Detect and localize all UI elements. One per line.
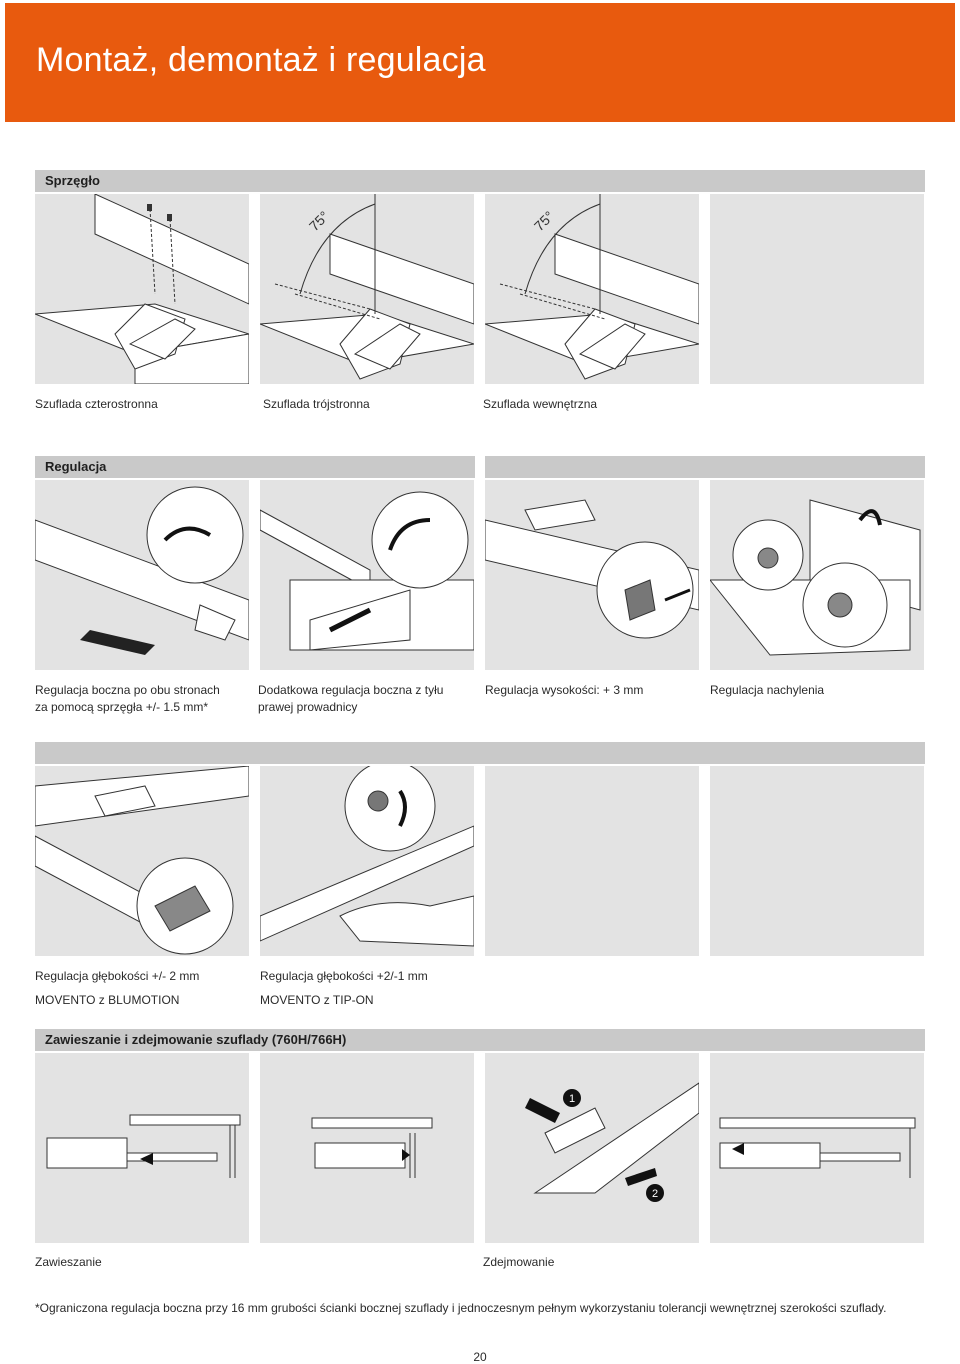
coupling-drawing-1 <box>35 194 249 384</box>
section-bar-adjustment-right <box>485 456 925 478</box>
page-title: Montaż, demontaż i regulacja <box>36 41 486 79</box>
section-title-hanging: Zawieszanie i zdejmowanie szuflady (760H… <box>45 1032 347 1047</box>
caption-side-line2: za pomocą sprzęgła +/- 1.5 mm* <box>35 700 209 714</box>
caption-remove: Zdejmowanie <box>483 1255 555 1269</box>
adjustment-drawing-1 <box>35 486 249 655</box>
adjustment-side-illustration <box>35 480 249 670</box>
caption-inner: Szuflada wewnętrzna <box>483 397 598 411</box>
caption-extra-line2: prawej prowadnicy <box>258 700 358 714</box>
caption-four-sided: Szuflada czterostronna <box>35 397 158 411</box>
caption-side-adjustment: Regulacja boczna po obu stronach za pomo… <box>35 682 220 716</box>
hanging-illustration-2 <box>260 1053 474 1243</box>
hanging-drawing-1 <box>46 1114 241 1178</box>
removing-drawing-1: 1 2 <box>525 1082 699 1202</box>
adjustment-drawing-4 <box>710 499 921 656</box>
caption-depth-blumotion: Regulacja głębokości +/- 2 mm MOVENTO z … <box>35 968 199 1009</box>
caption-extra-line1: Dodatkowa regulacja boczna z tyłu <box>258 683 444 697</box>
coupling-illustration-inner: 75° <box>485 194 699 384</box>
section-title-coupling: Sprzęgło <box>45 173 100 188</box>
coupling-illustration-three-sided: 75° <box>260 194 474 384</box>
coupling-illustration-four-sided <box>35 194 249 384</box>
caption-hang: Zawieszanie <box>35 1255 102 1269</box>
section-bar-depth <box>35 742 925 764</box>
depth-empty-panel-2 <box>710 766 924 956</box>
coupling-drawing-3: 75° <box>485 194 699 380</box>
coupling-empty-panel <box>710 194 924 384</box>
adjustment-height-illustration <box>485 480 699 670</box>
caption-tilt-adjustment: Regulacja nachylenia <box>710 683 825 697</box>
depth-drawing-1 <box>35 766 249 955</box>
caption-tipon-line2: MOVENTO z TIP-ON <box>260 993 374 1007</box>
hanging-drawing-2 <box>311 1117 433 1178</box>
page-header: Montaż, demontaż i regulacja <box>5 3 955 122</box>
depth-empty-panel-1 <box>485 766 699 956</box>
page-number: 20 <box>473 1350 487 1364</box>
caption-side-line1: Regulacja boczna po obu stronach <box>35 683 220 697</box>
removing-drawing-2 <box>719 1117 916 1178</box>
depth-drawing-2 <box>260 766 474 947</box>
caption-depth-tipon: Regulacja głębokości +2/-1 mm MOVENTO z … <box>260 968 428 1009</box>
section-bar-hanging: Zawieszanie i zdejmowanie szuflady (760H… <box>35 1029 925 1051</box>
section-title-adjustment: Regulacja <box>45 459 107 474</box>
caption-tipon-line1: Regulacja głębokości +2/-1 mm <box>260 969 428 983</box>
adjustment-extra-illustration <box>260 480 474 670</box>
depth-tipon-illustration <box>260 766 474 956</box>
removing-illustration-1: 1 2 <box>485 1053 699 1243</box>
caption-extra-adjustment: Dodatkowa regulacja boczna z tyłu prawej… <box>258 682 443 716</box>
adjustment-tilt-illustration <box>710 480 924 670</box>
step-label-2: 2 <box>652 1188 658 1200</box>
step-label-1: 1 <box>569 1093 575 1105</box>
caption-three-sided: Szuflada trójstronna <box>263 397 370 411</box>
removing-illustration-2 <box>710 1053 924 1243</box>
hanging-illustration-1 <box>35 1053 249 1243</box>
footnote: *Ograniczona regulacja boczna przy 16 mm… <box>35 1301 887 1315</box>
section-bar-adjustment: Regulacja <box>35 456 475 478</box>
caption-height-adjustment: Regulacja wysokości: + 3 mm <box>485 683 644 697</box>
depth-blumotion-illustration <box>35 766 249 956</box>
caption-blumotion-line1: Regulacja głębokości +/- 2 mm <box>35 969 200 983</box>
section-bar-coupling: Sprzęgło <box>35 170 925 192</box>
caption-blumotion-line2: MOVENTO z BLUMOTION <box>35 993 180 1007</box>
angle-label-2: 75° <box>531 208 557 234</box>
adjustment-drawing-2 <box>260 491 474 651</box>
angle-label-1: 75° <box>306 208 332 234</box>
adjustment-drawing-3 <box>485 499 699 639</box>
coupling-drawing-2: 75° <box>260 194 474 380</box>
